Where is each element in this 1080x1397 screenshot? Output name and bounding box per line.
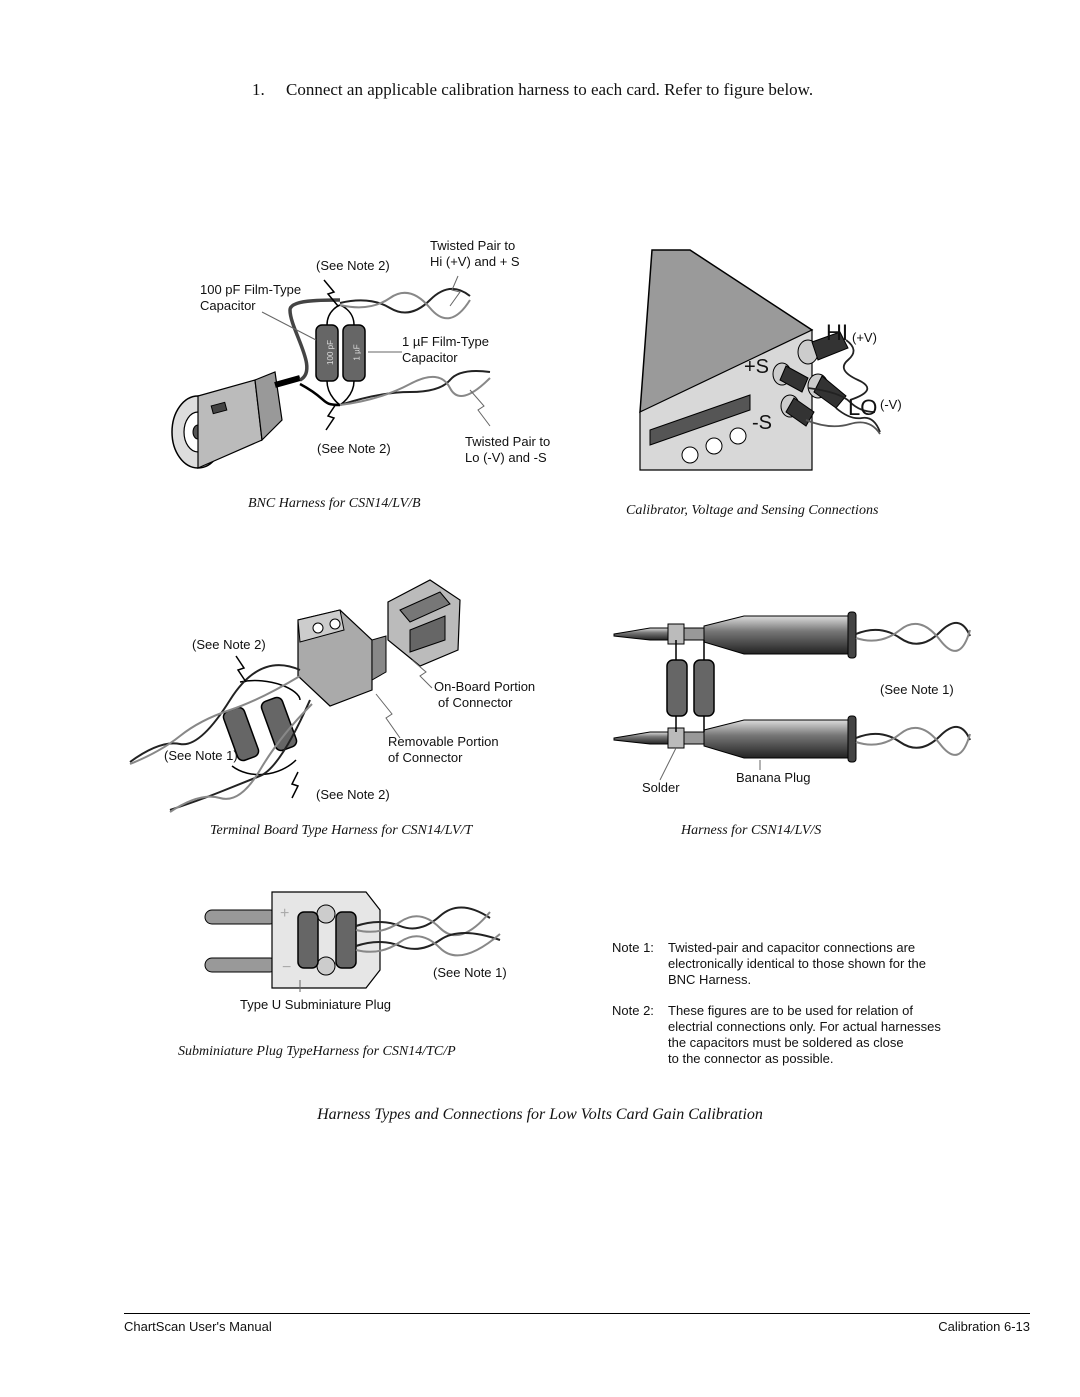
subminiature-caption: Subminiature Plug TypeHarness for CSN14/… bbox=[178, 1044, 456, 1059]
bnc-see-note2-top: (See Note 2) bbox=[316, 258, 390, 273]
terminal-onboard-line1: On-Board Portion bbox=[434, 679, 536, 694]
hi-label: HI bbox=[826, 320, 848, 345]
banana-see-note1: (See Note 1) bbox=[880, 682, 954, 697]
footer-rule bbox=[124, 1313, 1030, 1314]
bnc-caption: BNC Harness for CSN14/LV/B bbox=[248, 496, 421, 511]
note-1-line1: Twisted-pair and capacitor connections a… bbox=[668, 940, 916, 955]
lo-sign-label: (-V) bbox=[880, 397, 902, 412]
terminal-caption: Terminal Board Type Harness for CSN14/LV… bbox=[210, 823, 473, 838]
bnc-twisted-lo-line2: Lo (-V) and -S bbox=[465, 450, 547, 465]
terminal-see-note1: (See Note 1) bbox=[164, 748, 238, 763]
minus-s-label: -S bbox=[752, 412, 772, 434]
bnc-twisted-hi-line2: Hi (+V) and + S bbox=[430, 254, 520, 269]
lo-label: LO bbox=[848, 395, 878, 420]
banana-plug-label: Banana Plug bbox=[736, 770, 811, 785]
subminiature-plug-icon: + − bbox=[204, 891, 381, 989]
calibrator-caption: Calibrator, Voltage and Sensing Connecti… bbox=[626, 503, 879, 518]
solder-label: Solder bbox=[642, 780, 680, 795]
note-2-line2: electrial connections only. For actual h… bbox=[668, 1019, 941, 1034]
figure-caption: Harness Types and Connections for Low Vo… bbox=[317, 1106, 763, 1123]
step-1: 1. Connect an applicable calibration harn… bbox=[252, 80, 813, 100]
note-2: Note 2: These figures are to be used for… bbox=[612, 1003, 992, 1067]
subminiature-plug-label: Type U Subminiature Plug bbox=[240, 997, 392, 1012]
terminal-removable-line1: Removable Portion bbox=[388, 734, 499, 749]
bnc-cap-label-100: 100 pF bbox=[325, 340, 335, 365]
note-2-line3: the capacitors must be soldered as close bbox=[668, 1035, 904, 1050]
bnc-cap1u-line1: 1 µF Film-Type bbox=[402, 334, 489, 349]
footer-right: Calibration 6-13 bbox=[938, 1319, 1030, 1334]
terminal-see-note2-top: (See Note 2) bbox=[192, 637, 266, 652]
step-number: 1. bbox=[252, 80, 265, 99]
removable-connector-icon bbox=[297, 609, 387, 707]
note-2-label: Note 2: bbox=[612, 1003, 654, 1018]
svg-text:−: − bbox=[282, 959, 291, 976]
step-text: Connect an applicable calibration harnes… bbox=[286, 80, 814, 99]
banana-caption: Harness for CSN14/LV/S bbox=[681, 823, 822, 838]
terminal-see-note2-bottom: (See Note 2) bbox=[316, 787, 390, 802]
terminal-removable-line2: of Connector bbox=[388, 750, 463, 765]
note-1-line2: electronically identical to those shown … bbox=[668, 956, 926, 971]
note-1: Note 1: Twisted-pair and capacitor conne… bbox=[612, 940, 992, 988]
svg-text:+: + bbox=[280, 905, 289, 922]
bnc-see-note2-bottom: (See Note 2) bbox=[317, 441, 391, 456]
bnc-cap100-line2: Capacitor bbox=[200, 298, 256, 313]
bnc-cap1u-line2: Capacitor bbox=[402, 350, 458, 365]
note-1-line3: BNC Harness. bbox=[668, 972, 752, 987]
banana-plug-bottom-icon bbox=[613, 715, 857, 763]
hi-sign-label: (+V) bbox=[852, 330, 877, 345]
onboard-connector-icon bbox=[387, 579, 461, 667]
note-2-line1: These figures are to be used for relatio… bbox=[668, 1003, 913, 1018]
subminiature-see-note1: (See Note 1) bbox=[433, 965, 507, 980]
note-2-line4: to the connector as possible. bbox=[668, 1051, 834, 1066]
footer-left: ChartScan User's Manual bbox=[124, 1319, 272, 1334]
minus-s-terminal-icon bbox=[780, 394, 815, 427]
bnc-cap100-line1: 100 pF Film-Type bbox=[200, 282, 302, 297]
lo-terminal-icon bbox=[807, 373, 847, 409]
note-1-label: Note 1: bbox=[612, 940, 654, 955]
bnc-twisted-hi-line1: Twisted Pair to bbox=[430, 238, 516, 253]
bnc-connector-icon bbox=[171, 371, 301, 469]
bnc-cap-label-1u: 1 µF bbox=[352, 344, 362, 361]
terminal-onboard-line2: of Connector bbox=[438, 695, 513, 710]
bnc-twisted-lo-line1: Twisted Pair to bbox=[465, 434, 551, 449]
plus-s-terminal-icon bbox=[772, 362, 809, 393]
plus-s-label: +S bbox=[744, 356, 770, 378]
banana-plug-top-icon bbox=[613, 611, 857, 659]
